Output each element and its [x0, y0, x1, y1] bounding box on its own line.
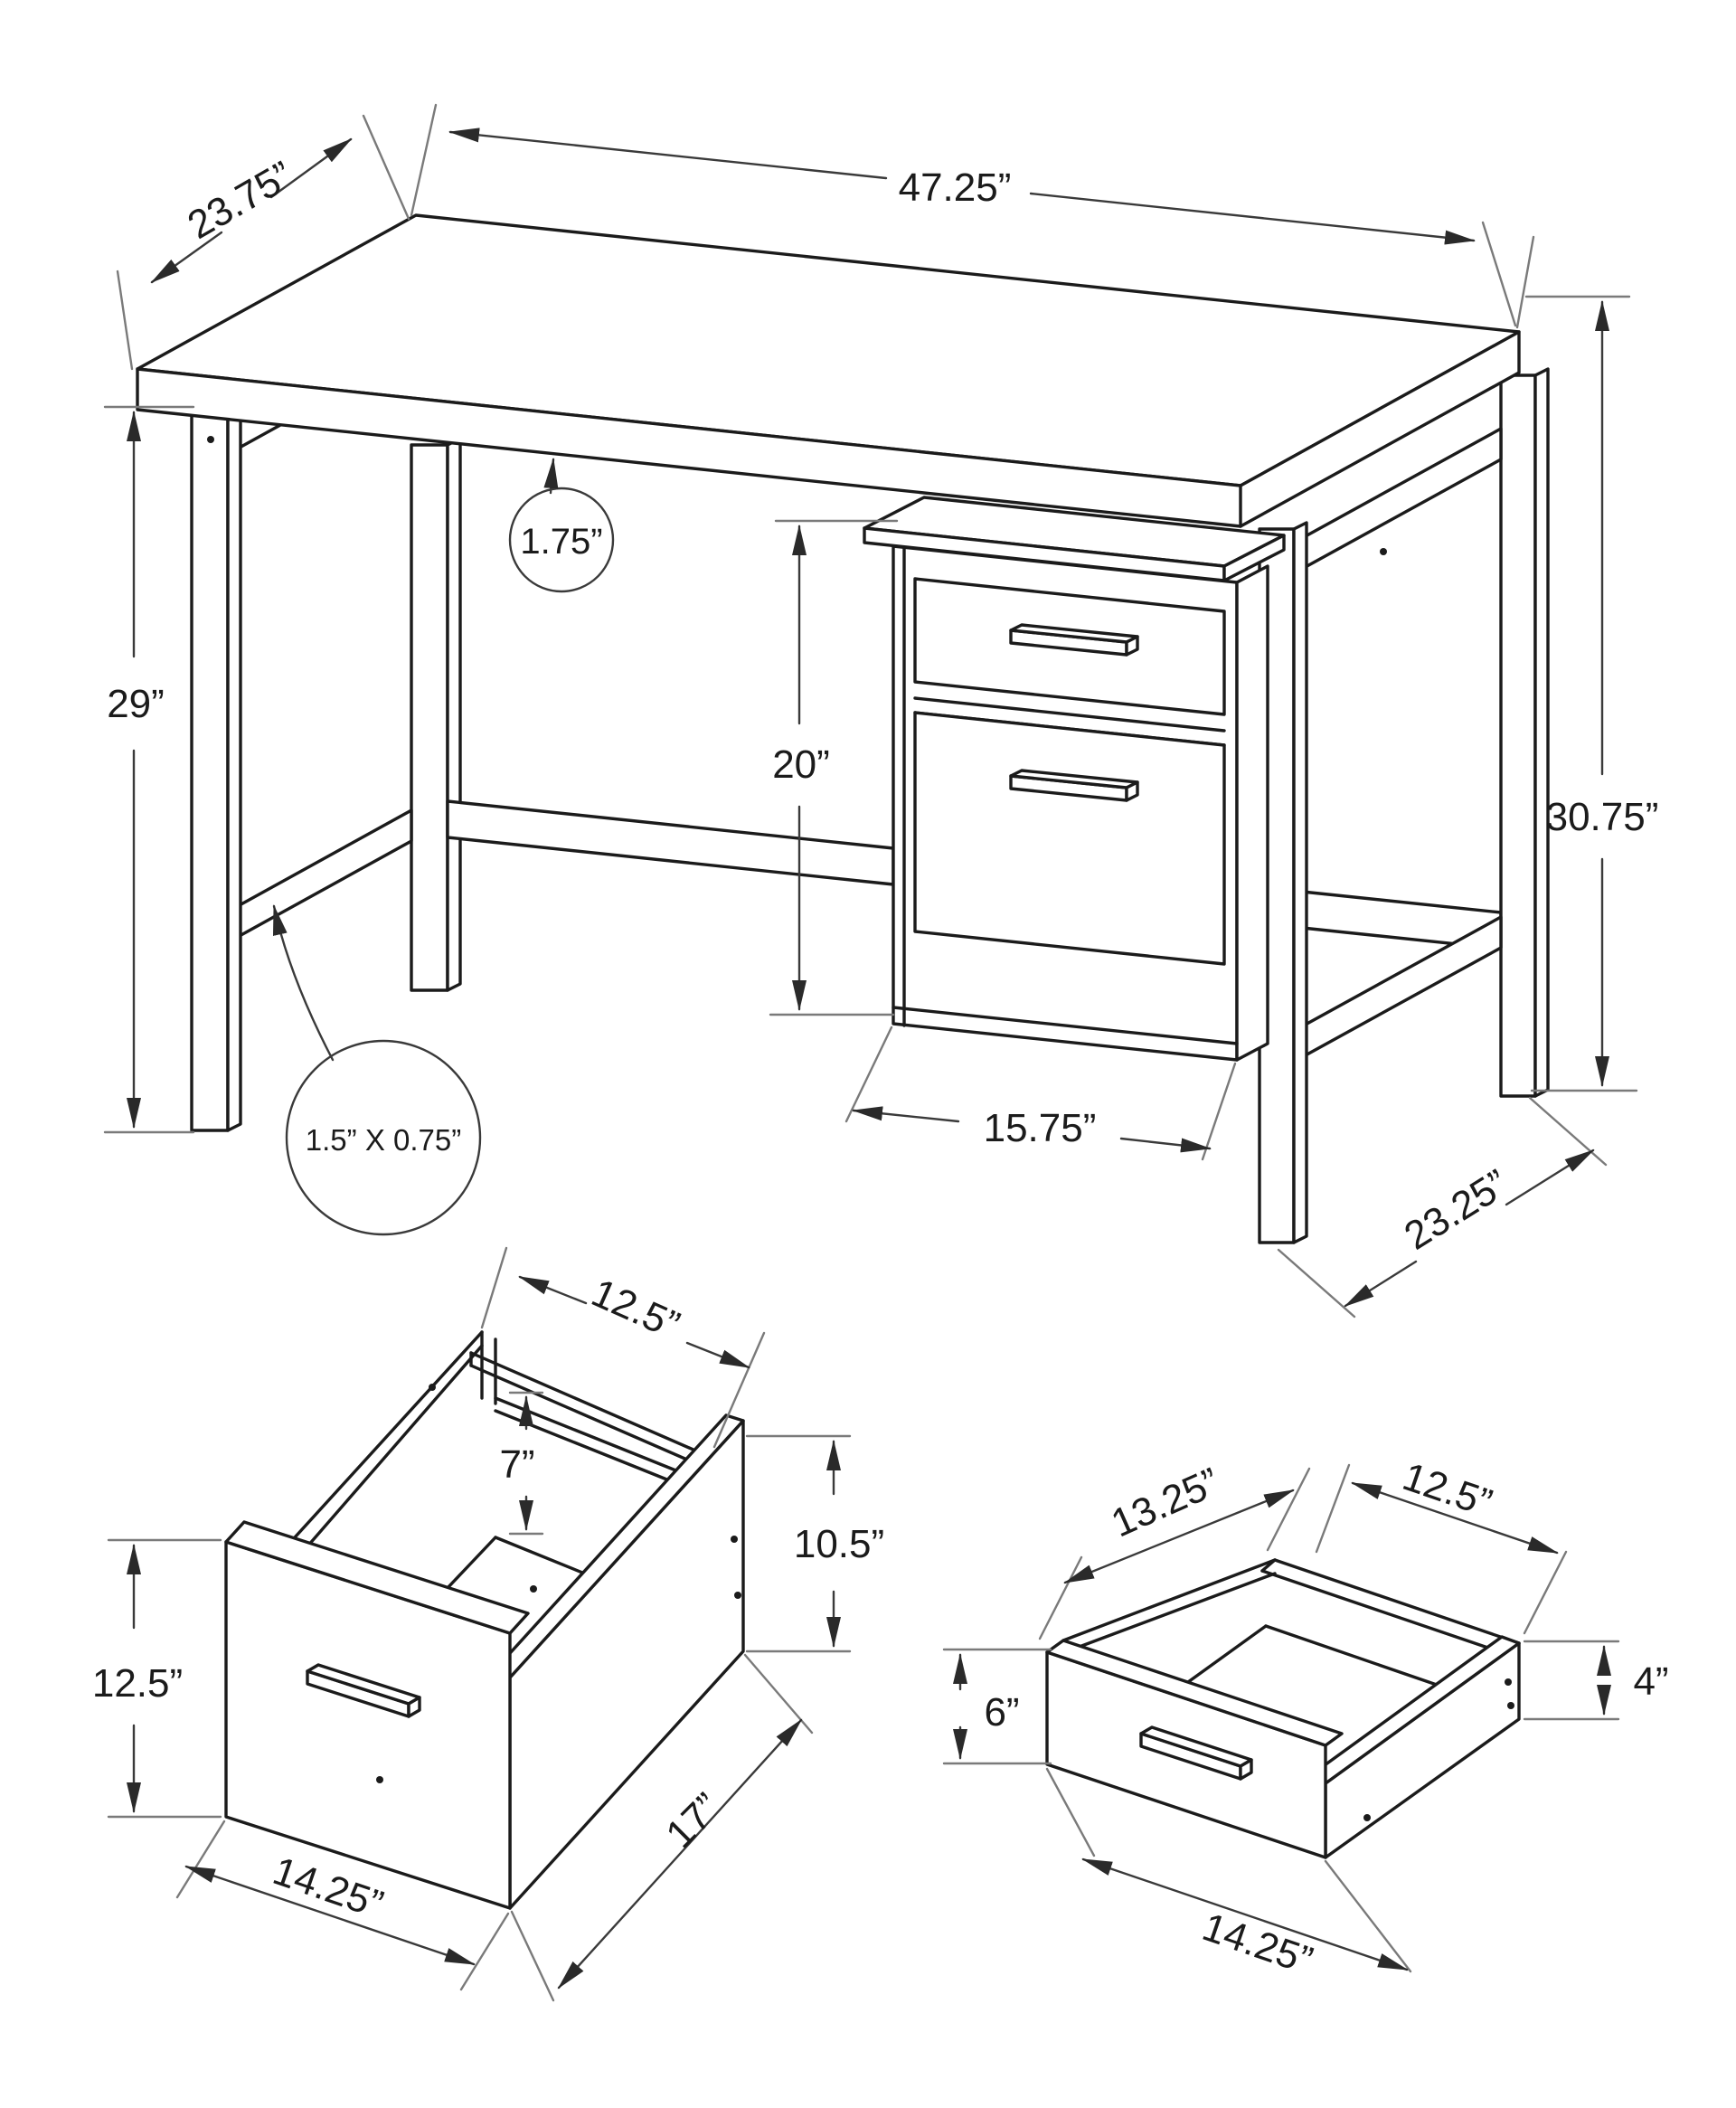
- dim-frame-tube-label: 1.5” X 0.75”: [306, 1123, 461, 1157]
- dim-desk-top-depth-label: 23.75”: [180, 153, 300, 248]
- callout-frame-tube: 1.5” X 0.75”: [272, 904, 482, 1236]
- dim-overall-height: 30.75”: [1515, 235, 1659, 1092]
- file-drawer-detail-view: 12.5” 7” 12.5” 10.5”: [92, 1246, 884, 2002]
- dim-small-drawer-front-height-label: 6”: [984, 1690, 1019, 1735]
- dim-file-drawer-side-height-label: 10.5”: [794, 1522, 884, 1566]
- cabinet-top-drawer-handle: [1009, 623, 1139, 657]
- callout-top-thickness: 1.75”: [508, 458, 615, 593]
- small-drawer-box: [1045, 1558, 1521, 1859]
- cabinet-bottom-drawer-handle: [1009, 769, 1139, 802]
- desk-left-lower-rail: [226, 808, 413, 944]
- file-drawer-back-rail: [469, 1351, 703, 1455]
- cam-dot: [429, 1384, 436, 1391]
- dim-cabinet-height-label: 20”: [772, 742, 830, 787]
- dim-small-drawer-front-width-label: 14.25”: [1197, 1905, 1318, 1983]
- cam-dot: [1505, 1678, 1512, 1686]
- dim-top-thickness-label: 1.75”: [520, 522, 602, 562]
- dim-underside-height-label: 29”: [107, 682, 165, 726]
- dim-file-drawer-inner-back-height-label: 7”: [499, 1442, 534, 1487]
- dim-small-drawer-inner-width: 12.5”: [1315, 1454, 1568, 1635]
- dim-small-drawer-side-height: 4”: [1523, 1640, 1669, 1721]
- desk-back-right-leg: [1499, 373, 1537, 1098]
- dim-small-drawer-side-depth-label: 13.25”: [1105, 1460, 1226, 1546]
- dim-desk-top-width-label: 47.25”: [899, 165, 1012, 210]
- desk-long-stretcher-left: [446, 799, 895, 886]
- cabinet-right-side: [1235, 564, 1269, 1062]
- dim-file-drawer-inner-back-height: 7”: [499, 1391, 544, 1536]
- dim-file-drawer-inner-width: 12.5”: [480, 1246, 766, 1449]
- desk-back-left-leg: [410, 443, 449, 992]
- dim-file-drawer-inner-width-label: 12.5”: [585, 1271, 686, 1348]
- cabinet-top-right-band: [1222, 534, 1286, 582]
- cabinet-base-line: [892, 1006, 1239, 1045]
- cam-dot: [530, 1585, 537, 1593]
- dim-small-drawer-front-height: 6”: [942, 1648, 1052, 1765]
- cam-dot: [207, 436, 214, 443]
- dim-underside-height: 29”: [103, 405, 195, 1134]
- dim-base-depth-label: 23.25”: [1397, 1161, 1516, 1259]
- small-drawer-front-band: [1045, 1639, 1344, 1747]
- dim-cabinet-width: 15.75”: [844, 1026, 1237, 1161]
- dim-file-drawer-front-height: 12.5”: [92, 1538, 222, 1819]
- desk-front-left-leg: [190, 413, 230, 1132]
- cam-dot: [731, 1536, 738, 1543]
- file-drawer-handle: [306, 1663, 421, 1718]
- cam-dot: [1380, 548, 1387, 555]
- dim-cabinet-height: 20”: [769, 519, 899, 1016]
- desk-top: [136, 213, 1521, 555]
- dim-overall-height-label: 30.75”: [1546, 795, 1659, 839]
- dim-file-drawer-side-depth-label: 17”: [657, 1785, 730, 1857]
- dim-file-drawer-front-height-label: 12.5”: [92, 1661, 183, 1706]
- cam-dot: [734, 1592, 741, 1599]
- small-drawer-handle: [1139, 1725, 1253, 1781]
- cabinet-drawer-bottom-front: [913, 711, 1226, 966]
- desk-back-left-leg-side: [446, 437, 462, 992]
- small-drawer-back-top: [1273, 1558, 1521, 1645]
- desk-front-left-leg-side: [226, 407, 242, 1132]
- small-drawer-detail-view: 13.25” 12.5” 6” 4”: [942, 1454, 1669, 1983]
- file-drawer-front-band: [224, 1520, 530, 1635]
- dim-base-depth: 23.25”: [1277, 1096, 1608, 1319]
- cam-dot: [376, 1776, 383, 1783]
- dim-cabinet-width-label: 15.75”: [984, 1106, 1097, 1150]
- drawer-cabinet: [863, 496, 1286, 1062]
- dim-desk-top-width: 47.25”: [410, 103, 1517, 327]
- cabinet-divider-line-1: [913, 696, 1226, 733]
- desk-isometric-view: 23.75” 47.25” 1.75” 29”: [103, 103, 1659, 1319]
- dim-file-drawer-side-height: 10.5”: [745, 1434, 884, 1653]
- cam-dot: [1507, 1702, 1514, 1709]
- desk-back-right-leg-side: [1533, 367, 1550, 1098]
- desk-front-right-leg-side: [1292, 521, 1308, 1244]
- cam-dot: [1363, 1814, 1371, 1821]
- dim-small-drawer-side-height-label: 4”: [1633, 1659, 1668, 1704]
